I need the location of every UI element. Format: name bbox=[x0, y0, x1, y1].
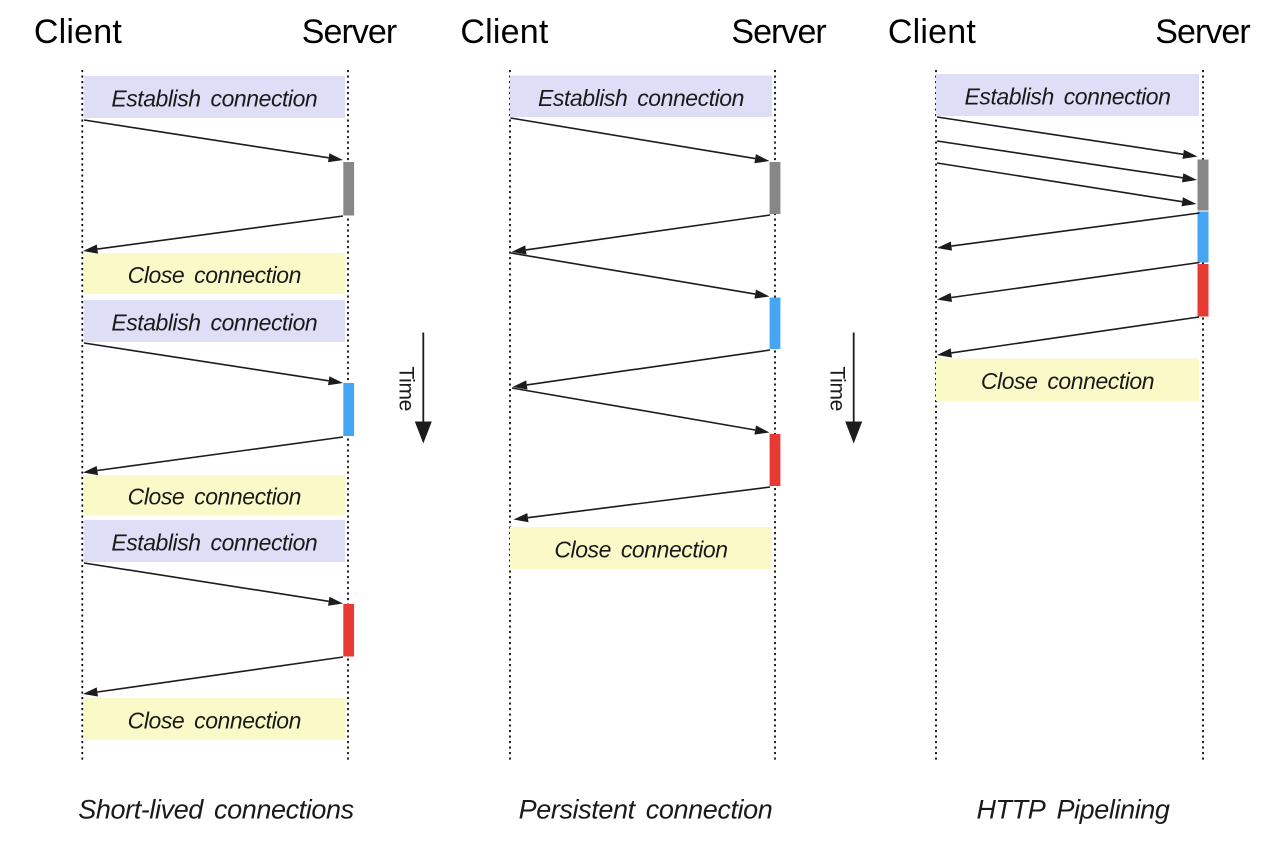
svg-text:Close connection: Close connection bbox=[128, 708, 301, 734]
svg-text:Close connection: Close connection bbox=[128, 262, 301, 288]
svg-text:Close connection: Close connection bbox=[128, 484, 301, 510]
svg-text:Time: Time bbox=[826, 366, 849, 411]
svg-text:Client: Client bbox=[460, 13, 548, 51]
svg-text:Server: Server bbox=[302, 13, 397, 51]
svg-text:Establish connection: Establish connection bbox=[111, 86, 317, 112]
svg-text:Client: Client bbox=[34, 13, 122, 51]
svg-text:Time: Time bbox=[395, 366, 418, 411]
svg-text:Establish connection: Establish connection bbox=[538, 85, 744, 111]
svg-text:HTTP Pipelining: HTTP Pipelining bbox=[976, 795, 1169, 825]
svg-text:Persistent connection: Persistent connection bbox=[519, 795, 773, 825]
svg-text:Short-lived connections: Short-lived connections bbox=[78, 795, 353, 825]
svg-text:Server: Server bbox=[731, 13, 826, 51]
svg-text:Establish connection: Establish connection bbox=[965, 84, 1171, 110]
svg-text:Server: Server bbox=[1155, 13, 1250, 51]
svg-text:Client: Client bbox=[888, 13, 976, 51]
svg-text:Close connection: Close connection bbox=[554, 537, 727, 563]
svg-text:Establish connection: Establish connection bbox=[111, 310, 317, 336]
svg-text:Close connection: Close connection bbox=[981, 368, 1154, 394]
svg-text:Establish connection: Establish connection bbox=[111, 530, 317, 556]
